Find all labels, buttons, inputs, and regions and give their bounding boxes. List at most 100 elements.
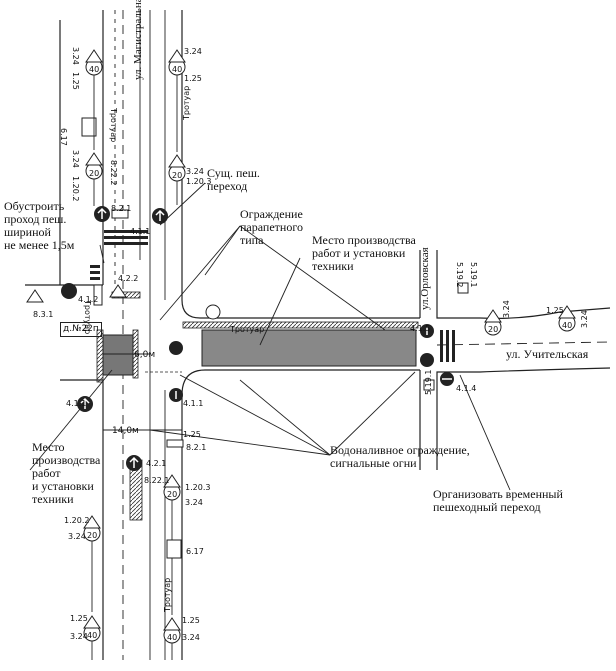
sign-code: 5.19.1 bbox=[469, 262, 478, 288]
annotation-line: техники bbox=[312, 259, 354, 273]
speed-limit-20: 20 bbox=[167, 490, 178, 499]
sign-code: 1.20.3 bbox=[185, 483, 211, 492]
sign-code: 8.2.1 bbox=[111, 204, 132, 213]
sign-code: 3.24 bbox=[502, 300, 511, 318]
dimension-lines bbox=[103, 353, 182, 431]
annotation-line: Место производства bbox=[312, 233, 416, 247]
crosswalks bbox=[90, 230, 455, 362]
annotation-line: проход пеш. bbox=[4, 212, 67, 226]
annotation-line: пешеходный переход bbox=[433, 500, 541, 514]
sign-code: 1.25 bbox=[546, 306, 564, 315]
annotation-line: шириной bbox=[4, 225, 51, 239]
sign-code: 3.24 bbox=[71, 47, 80, 65]
annotation-line: работ bbox=[32, 466, 61, 480]
annotation-line: техники bbox=[32, 492, 74, 506]
annotation-line: и установки bbox=[32, 479, 94, 493]
sign-code: 3.24 bbox=[70, 632, 88, 641]
sign-code: 1.20.2 bbox=[64, 516, 90, 525]
work-zone-main bbox=[201, 329, 417, 367]
sign-code: 1.25 bbox=[71, 72, 80, 90]
sign-code: 8.2.1 bbox=[186, 443, 207, 452]
sidewalk-label: Тротуар bbox=[182, 85, 191, 120]
annotation-line: работ и установки bbox=[312, 246, 406, 260]
sign-code: 3.24 bbox=[71, 150, 80, 168]
annotation-existing-crossing: Сущ. пеш. переход bbox=[207, 167, 260, 193]
sign-code: 4.1.1 bbox=[66, 399, 87, 408]
sign-code: 4.1.4 bbox=[456, 384, 477, 393]
speed-limit-20: 20 bbox=[87, 531, 98, 540]
street-magistralnaya: ул. Магистральная bbox=[132, 0, 144, 80]
sign-code: 8.3.1 bbox=[33, 310, 54, 319]
sign-code: 4.2.1 bbox=[146, 459, 167, 468]
sign-code: 5.19.2 bbox=[455, 262, 464, 288]
annotation-line: Место bbox=[32, 440, 65, 454]
sign-code: 4.1.1 bbox=[130, 227, 151, 236]
annotation-line: парапетного bbox=[240, 220, 303, 234]
sign-code: 4.1.2 bbox=[78, 295, 99, 304]
sidewalk-label: Тротуар bbox=[109, 108, 118, 143]
sidewalk-label: Тротуар bbox=[230, 325, 265, 334]
annotation-line: типа bbox=[240, 233, 264, 247]
annotation-line: Сущ. пеш. bbox=[207, 166, 260, 180]
annotation-line: Водоналивное ограждение, bbox=[330, 443, 470, 457]
speed-limit-40: 40 bbox=[89, 65, 100, 74]
sign-code: 1.25 bbox=[70, 614, 88, 623]
speed-limit-40: 40 bbox=[562, 321, 573, 330]
round-signs bbox=[83, 58, 576, 644]
annotation-line: переход bbox=[207, 179, 248, 193]
annotation-line: Организовать временный bbox=[433, 487, 563, 501]
speed-limit-20: 20 bbox=[172, 171, 183, 180]
sign-code: 4.2.2 bbox=[118, 274, 139, 283]
work-zone-left bbox=[102, 334, 134, 376]
annotation-work-zone-right: Место производства работ и установки тех… bbox=[312, 234, 416, 273]
triangle-signs bbox=[26, 49, 576, 631]
annotation-line: сигнальные огни bbox=[330, 456, 417, 470]
sign-code: 1.25 bbox=[183, 430, 201, 439]
leader-lines bbox=[29, 182, 511, 491]
annotation-water-barrier: Водоналивное ограждение, сигнальные огни bbox=[330, 444, 470, 470]
street-uchitelskaya: ул. Учительская bbox=[506, 347, 589, 361]
sign-code: 3.24 bbox=[184, 47, 202, 56]
sign-code: 1.25 bbox=[184, 74, 202, 83]
sign-stems bbox=[91, 75, 178, 660]
annotation-work-zone-left: Место производства работ и установки тех… bbox=[32, 441, 100, 506]
sign-code: 8.22.1 bbox=[144, 476, 170, 485]
dimension-14m: 14,0м bbox=[112, 426, 139, 436]
sign-code: 3.24 bbox=[580, 310, 589, 328]
sidewalk-label: Тротуар bbox=[163, 577, 172, 612]
sign-code: 6.17 bbox=[59, 128, 68, 146]
annotation-line: Обустроить bbox=[4, 199, 65, 213]
speed-limit-20: 20 bbox=[488, 325, 499, 334]
speed-limit-40: 40 bbox=[172, 65, 183, 74]
sign-code: 8.22.2 bbox=[109, 160, 118, 186]
sign-code: 4.1.1 bbox=[183, 399, 204, 408]
house-number: д.№22п bbox=[60, 322, 102, 337]
sign-code: 3.24 bbox=[68, 532, 86, 541]
lane-lines bbox=[114, 10, 166, 660]
plate-signs bbox=[81, 117, 469, 559]
water-barriers bbox=[96, 291, 419, 521]
annotation-line: производства bbox=[32, 453, 101, 467]
street-orlovskaya: ул.Орловская bbox=[419, 247, 431, 310]
sign-code: 3.24 bbox=[185, 498, 203, 507]
annotation-parapet-fence: Ограждение парапетного типа bbox=[240, 208, 303, 247]
annotation-temp-crossing: Организовать временный пешеходный перехо… bbox=[433, 488, 563, 514]
uchitelskaya-road bbox=[419, 250, 611, 470]
white-arrows bbox=[80, 207, 452, 468]
speed-limit-40: 40 bbox=[167, 633, 178, 642]
sign-code: 1.25 bbox=[182, 616, 200, 625]
speed-limit-40: 40 bbox=[87, 631, 98, 640]
sign-code: 5.19.1 bbox=[424, 369, 433, 395]
sign-code: 1.20.2 bbox=[71, 176, 80, 202]
annotation-build-passage: Обустроить проход пеш. шириной не менее … bbox=[4, 200, 74, 252]
sign-code: 3.24 bbox=[186, 167, 204, 176]
sign-code: 4.1.5 bbox=[410, 324, 431, 333]
sign-code: 6.17 bbox=[186, 547, 204, 556]
annotation-line: не менее 1,5м bbox=[4, 238, 75, 252]
sign-code: 3.24 bbox=[182, 633, 200, 642]
sign-code: 1.20.3 bbox=[186, 177, 212, 186]
dimension-6m: 6,0м bbox=[134, 350, 156, 360]
speed-limit-20: 20 bbox=[89, 169, 100, 178]
annotation-line: Ограждение bbox=[240, 207, 303, 221]
